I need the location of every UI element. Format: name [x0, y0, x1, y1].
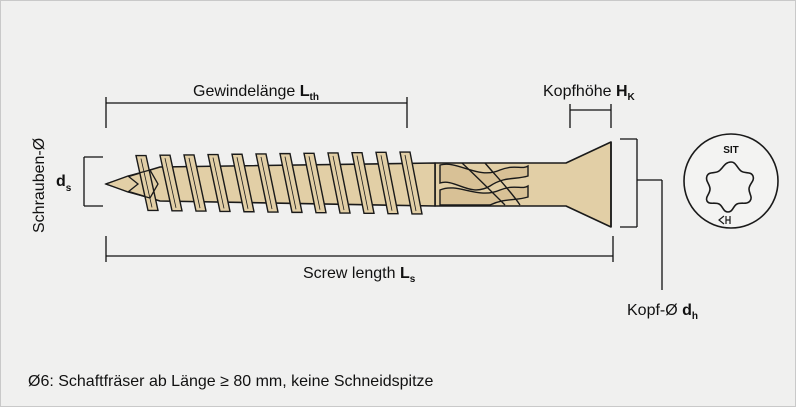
- thread-flight-edge: [164, 158, 177, 208]
- head-height-dimension: [569, 104, 612, 128]
- thread-flight-edge: [284, 156, 297, 210]
- thread-flight: [399, 151, 423, 215]
- thread-flight: [183, 154, 207, 212]
- thread-flight-edge: [188, 157, 201, 209]
- thread-flight: [351, 151, 375, 215]
- thread-flight-edge: [380, 155, 393, 211]
- screw-length-label: Screw length Ls: [303, 265, 416, 285]
- thread-flight: [303, 152, 327, 214]
- thread-flight: [135, 154, 159, 212]
- screw-diameter-dimension: [83, 156, 103, 207]
- thread-flight-edge: [356, 155, 369, 211]
- thread-flight: [159, 154, 183, 212]
- thread-flight: [255, 153, 279, 213]
- thread-flight: [231, 153, 255, 213]
- thread-flight-edge: [212, 157, 225, 209]
- head-brand-text: SIT: [723, 145, 739, 156]
- screw-tip: [104, 169, 159, 199]
- thread-flight-edge: [404, 154, 417, 212]
- thread-flight-edge: [308, 156, 321, 210]
- thread-flight-edge: [260, 156, 273, 210]
- screw-threads: [135, 151, 423, 215]
- screw-length-dimension: [105, 236, 614, 262]
- head-marking-icon: [718, 215, 731, 225]
- shaft-cutter: [439, 162, 529, 206]
- screw-diameter-symbol: ds: [56, 173, 72, 194]
- head-diameter-dimension: [620, 138, 663, 290]
- thread-flight-edge: [140, 158, 153, 208]
- thread-flight: [327, 152, 351, 214]
- footnote: Ø6: Schaftfräser ab Länge ≥ 80 mm, keine…: [28, 373, 434, 390]
- torx-drive-icon: [705, 161, 755, 213]
- screw-diameter-label: Schrauben-Ø: [31, 138, 48, 233]
- thread-length-label: Gewindelänge Lth: [193, 83, 319, 103]
- thread-flight: [207, 153, 231, 213]
- thread-flight-edge: [236, 157, 249, 209]
- thread-flight: [375, 151, 399, 215]
- head-diameter-label: Kopf-Ø dh: [627, 302, 698, 322]
- head-height-label: Kopfhöhe HK: [543, 83, 636, 103]
- thread-flight-edge: [332, 155, 345, 211]
- thread-flight: [279, 152, 303, 214]
- screw-head-top-view: SIT: [683, 133, 779, 229]
- thread-length-dimension: [105, 97, 408, 128]
